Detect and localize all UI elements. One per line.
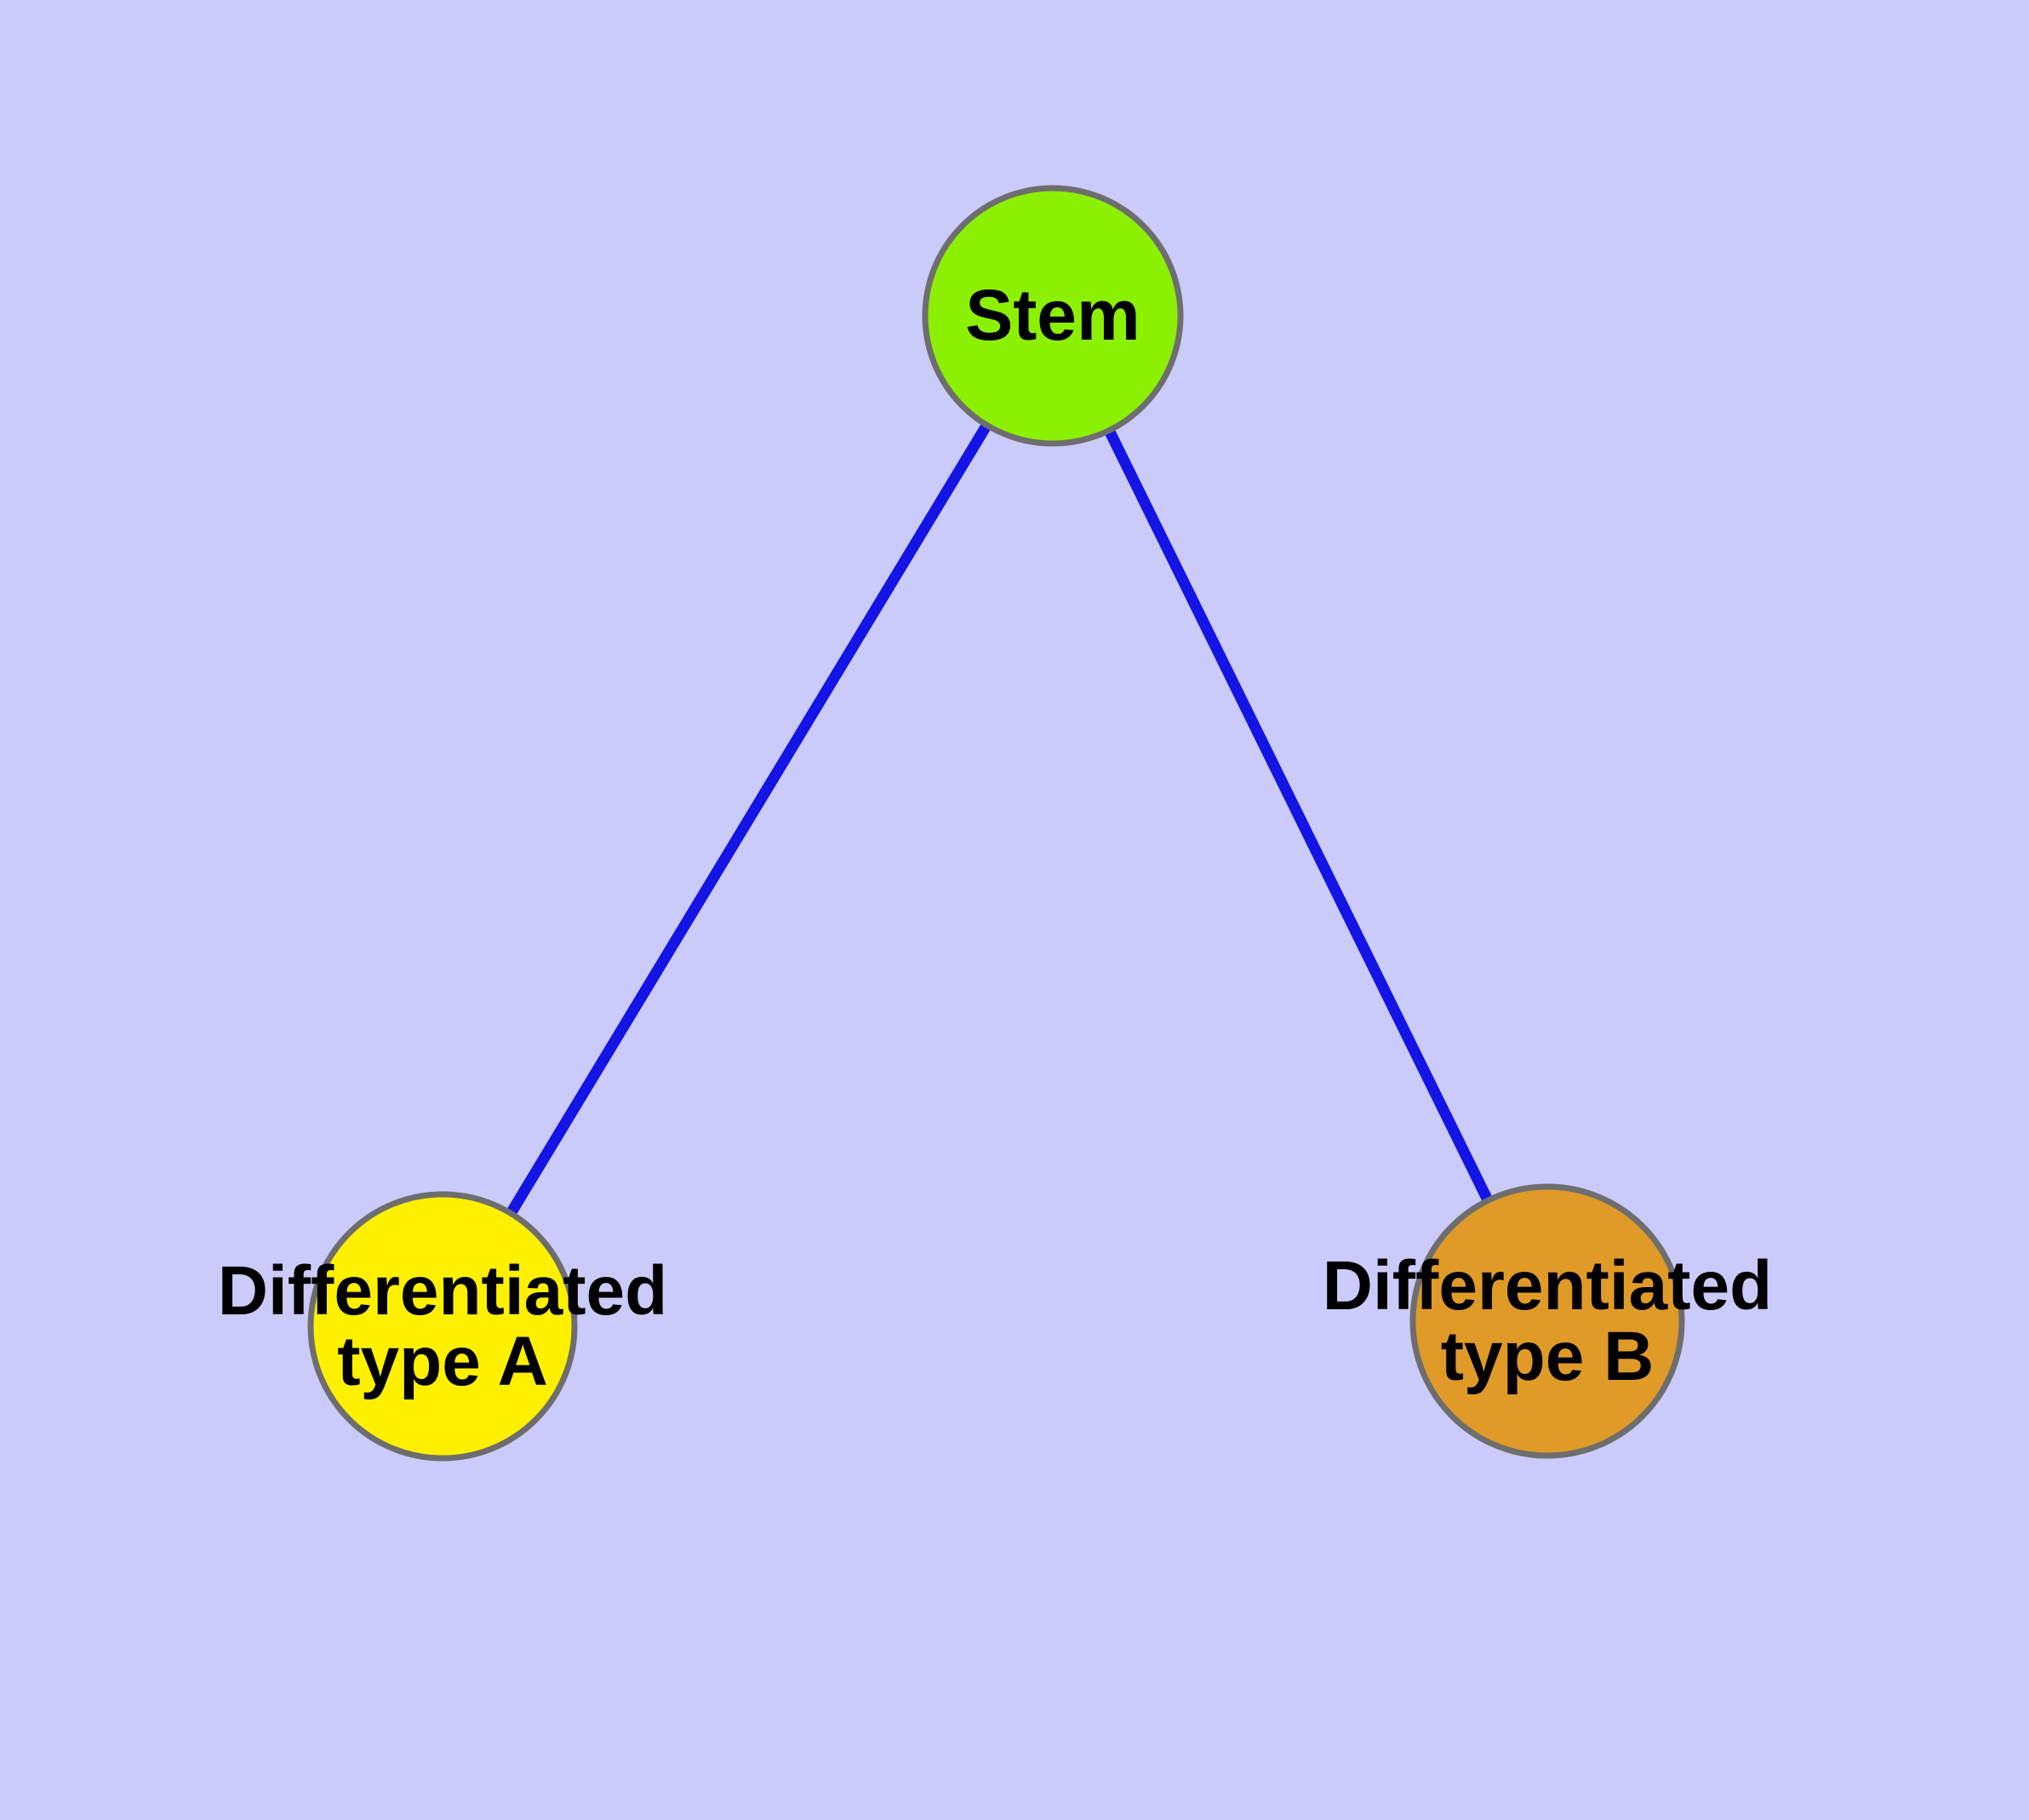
edge-layer: [506, 422, 1494, 1216]
node-differentiated-type-a[interactable]: [307, 1191, 578, 1462]
node-stem[interactable]: [922, 185, 1184, 447]
node-differentiated-type-b[interactable]: [1409, 1183, 1685, 1459]
edge-stem-to-differentiated-type-a[interactable]: [506, 422, 992, 1216]
node-layer: [307, 185, 1685, 1462]
edge-stem-to-differentiated-type-b[interactable]: [1104, 427, 1494, 1204]
